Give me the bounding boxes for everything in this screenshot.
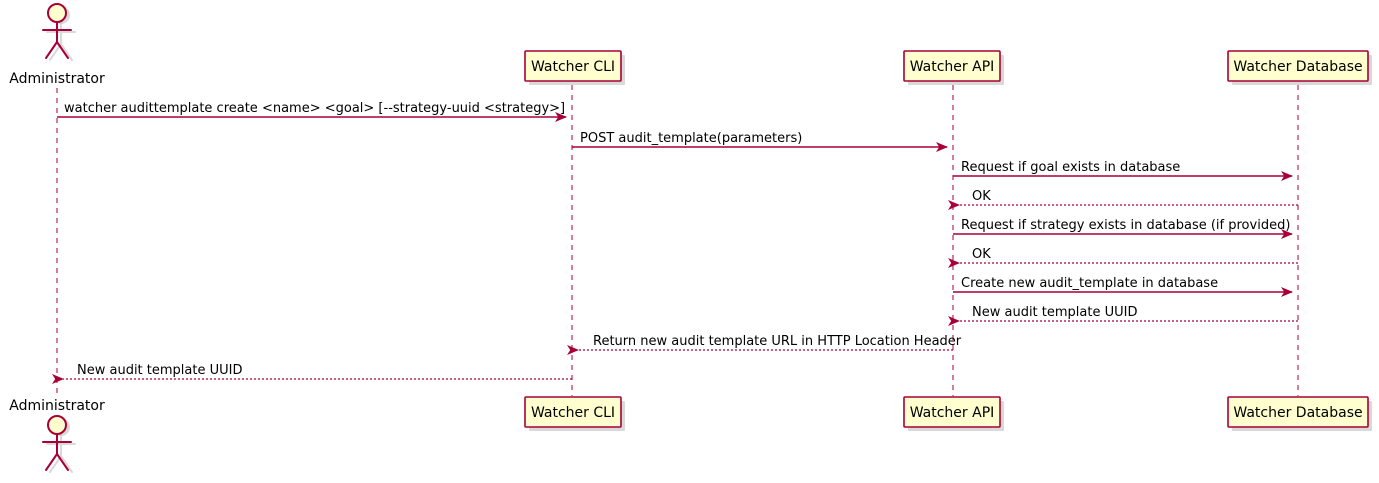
message-label-7: Create new audit_template in database xyxy=(961,276,1218,291)
message-label-2: POST audit_template(parameters) xyxy=(580,131,802,146)
participant-api-top[interactable]: Watcher API xyxy=(903,50,1004,85)
participant-box-db-top[interactable] xyxy=(1227,50,1369,82)
actor-administrator-bottom[interactable]: Administrator xyxy=(9,398,105,473)
actor-head-icon-bottom xyxy=(47,415,67,435)
message-label-5: Request if strategy exists in database (… xyxy=(961,218,1290,233)
message-9[interactable]: Return new audit template URL in HTTP Lo… xyxy=(567,334,962,355)
actor-label-administrator-bottom: Administrator xyxy=(9,398,105,414)
actor-leg-left-icon xyxy=(45,41,58,59)
message-label-3: Request if goal exists in database xyxy=(961,160,1180,175)
actor-label-administrator-top: Administrator xyxy=(9,71,105,87)
message-6[interactable]: OK xyxy=(948,247,1298,268)
message-label-6: OK xyxy=(972,247,991,262)
actor-administrator-top[interactable]: Administrator xyxy=(9,3,105,87)
message-label-1: watcher audittemplate create <name> <goa… xyxy=(64,101,565,116)
message-5[interactable]: Request if strategy exists in database (… xyxy=(953,218,1293,239)
participant-box-cli-bottom[interactable] xyxy=(524,396,622,428)
message-4[interactable]: OK xyxy=(948,189,1298,210)
message-label-4: OK xyxy=(972,189,991,204)
participant-db-bottom[interactable]: Watcher Database xyxy=(1227,396,1372,431)
participant-cli-top[interactable]: Watcher CLI xyxy=(524,50,625,85)
participant-box-cli-top[interactable] xyxy=(524,50,622,82)
message-label-8: New audit template UUID xyxy=(972,305,1137,320)
message-7[interactable]: Create new audit_template in database xyxy=(953,276,1293,297)
participant-box-api-top[interactable] xyxy=(903,50,1001,82)
participant-label-api-top: Watcher API xyxy=(910,59,995,75)
message-label-9: Return new audit template URL in HTTP Lo… xyxy=(593,334,962,349)
message-10[interactable]: New audit template UUID xyxy=(52,363,572,384)
actor-head-icon xyxy=(47,3,67,23)
participant-db-top[interactable]: Watcher Database xyxy=(1227,50,1372,85)
message-label-10: New audit template UUID xyxy=(77,363,242,378)
message-8[interactable]: New audit template UUID xyxy=(948,305,1298,326)
message-2[interactable]: POST audit_template(parameters) xyxy=(572,131,948,152)
participant-label-db-top: Watcher Database xyxy=(1233,59,1362,75)
participant-label-db-bottom: Watcher Database xyxy=(1233,405,1362,421)
participant-label-cli-top: Watcher CLI xyxy=(531,59,615,75)
participant-api-bottom[interactable]: Watcher API xyxy=(903,396,1004,431)
participant-box-db-bottom[interactable] xyxy=(1227,396,1369,428)
actor-leg-left-icon-bottom xyxy=(45,453,58,471)
participant-cli-bottom[interactable]: Watcher CLI xyxy=(524,396,625,431)
actor-leg-right-icon-bottom xyxy=(56,453,69,471)
lifelines xyxy=(56,85,1299,396)
participant-label-cli-bottom: Watcher CLI xyxy=(531,405,615,421)
actor-leg-right-icon xyxy=(56,41,69,59)
message-3[interactable]: Request if goal exists in database xyxy=(953,160,1293,181)
participant-box-api-bottom[interactable] xyxy=(903,396,1001,428)
message-1[interactable]: watcher audittemplate create <name> <goa… xyxy=(57,101,567,122)
participant-label-api-bottom: Watcher API xyxy=(910,405,995,421)
